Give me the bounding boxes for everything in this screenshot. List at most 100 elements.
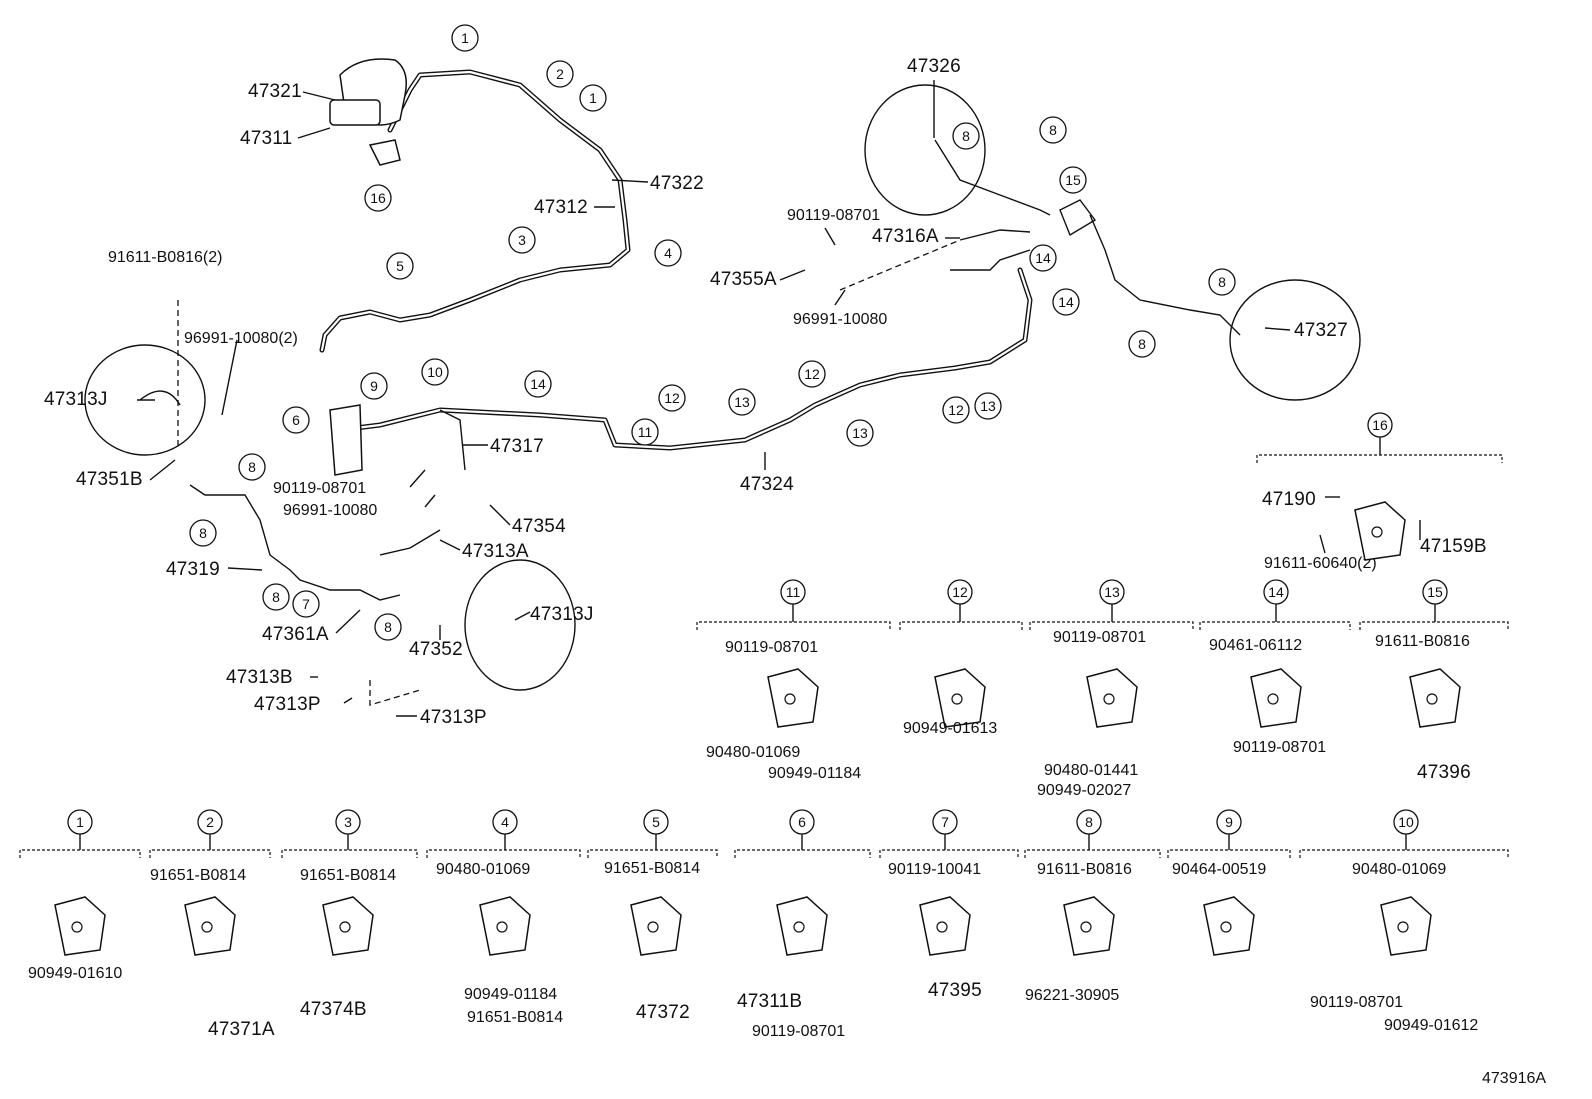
callout-number: 13 <box>852 425 868 441</box>
callout-1: 1 <box>451 24 479 52</box>
callout-circle <box>508 226 536 254</box>
callout-circle <box>579 84 607 112</box>
group-part-label: 90480-01069 <box>1352 861 1446 878</box>
group-callout-number: 11 <box>786 584 801 600</box>
group-part-label: 90480-01069 <box>436 861 530 878</box>
part-label: 47313P <box>420 707 487 728</box>
group-part-label: 90119-08701 <box>725 639 818 656</box>
callout-circle <box>524 370 552 398</box>
callout-8: 8 <box>262 583 290 611</box>
callout-number: 6 <box>292 412 300 428</box>
callout-circle <box>658 384 686 412</box>
callout-circle <box>292 590 320 618</box>
group-bracket <box>1024 849 1161 858</box>
callout-11: 11 <box>631 418 659 446</box>
group-part-label: 47372 <box>636 1002 690 1023</box>
group-part-label: 91651-B0814 <box>467 1009 563 1026</box>
callout-circle <box>846 419 874 447</box>
part-label: 90119-08701 <box>273 480 366 497</box>
part-label: 47327 <box>1294 320 1348 341</box>
callout-circle <box>360 372 388 400</box>
callout-circle <box>728 388 756 416</box>
callout-8: 8 <box>1208 268 1236 296</box>
group-part-label: 90119-08701 <box>1310 994 1403 1011</box>
group-callout-number: 6 <box>798 814 806 830</box>
callout-1: 1 <box>579 84 607 112</box>
group-bracket <box>587 849 718 858</box>
callout-number: 1 <box>589 90 597 106</box>
callout-3: 3 <box>508 226 536 254</box>
part-label: 47313J <box>44 389 108 410</box>
group-part-label: 90119-10041 <box>888 861 981 878</box>
part-label: 47317 <box>490 436 544 457</box>
diagram-id: 473916A <box>1482 1070 1546 1087</box>
callout-number: 4 <box>664 245 672 261</box>
group-part-label: 90119-08701 <box>1053 629 1146 646</box>
group-bracket <box>1029 621 1194 630</box>
callout-4: 4 <box>654 239 682 267</box>
group-part-label: 90464-00519 <box>1172 861 1266 878</box>
group-bracket <box>899 621 1023 630</box>
group-part-label: 47395 <box>928 980 982 1001</box>
callout-circle <box>942 396 970 424</box>
callout-circle <box>1052 288 1080 316</box>
callout-8: 8 <box>952 122 980 150</box>
group-part-label: 90119-08701 <box>752 1023 845 1040</box>
callout-number: 5 <box>396 258 404 274</box>
callout-number: 8 <box>384 619 392 635</box>
callout-8: 8 <box>1039 116 1067 144</box>
callout-number: 10 <box>427 364 443 380</box>
callout-number: 12 <box>664 390 680 406</box>
part-label: 47190 <box>1262 489 1316 510</box>
callout-14: 14 <box>1029 244 1057 272</box>
callout-circle <box>952 122 980 150</box>
group-part-label: 90949-01184 <box>768 765 861 782</box>
callout-8: 8 <box>238 453 266 481</box>
group-bracket <box>1199 621 1351 630</box>
group-bracket <box>281 849 418 858</box>
callout-8: 8 <box>1128 330 1156 358</box>
callout-13: 13 <box>974 392 1002 420</box>
callout-number: 14 <box>530 376 546 392</box>
callout-12: 12 <box>658 384 686 412</box>
callout-number: 12 <box>804 366 820 382</box>
part-label: 91611-60640(2) <box>1264 555 1377 572</box>
part-label: 47326 <box>907 56 961 77</box>
callout-number: 1 <box>461 30 469 46</box>
group-part-label: 91651-B0814 <box>300 867 396 884</box>
callout-13: 13 <box>846 419 874 447</box>
callout-10: 10 <box>421 358 449 386</box>
callout-number: 8 <box>248 459 256 475</box>
group-bracket <box>1256 454 1503 463</box>
group-callout-number: 2 <box>206 814 214 830</box>
group-part-label: 91651-B0814 <box>150 867 246 884</box>
callout-number: 14 <box>1058 294 1074 310</box>
detail-groups: 1190119-0870190480-0106990949-0118412909… <box>19 412 1509 1040</box>
master-cylinder-body <box>329 99 381 126</box>
brake-pipe-lines <box>189 69 1241 601</box>
callout-circle <box>1208 268 1236 296</box>
part-label: 47311 <box>240 128 292 149</box>
group-bracket <box>734 849 871 858</box>
detail-group-9: 9 90464-00519 <box>1167 809 1291 956</box>
part-label: 47159B <box>1420 536 1487 557</box>
group-bracket <box>19 849 141 858</box>
part-label: 96991-10080 <box>283 502 377 519</box>
group-bracket <box>149 849 271 858</box>
group-callout-number: 16 <box>1372 417 1388 433</box>
group-bracket <box>1167 849 1291 858</box>
callout-circle <box>1029 244 1057 272</box>
group-callout-number: 9 <box>1225 814 1233 830</box>
left-brake-drum <box>84 344 206 456</box>
group-part-label: 90949-01613 <box>903 720 997 737</box>
part-label: 47312 <box>534 197 588 218</box>
callout-number: 9 <box>370 378 378 394</box>
part-label: 47319 <box>166 559 220 580</box>
group-part-label: 47396 <box>1417 762 1471 783</box>
callout-number: 8 <box>272 589 280 605</box>
